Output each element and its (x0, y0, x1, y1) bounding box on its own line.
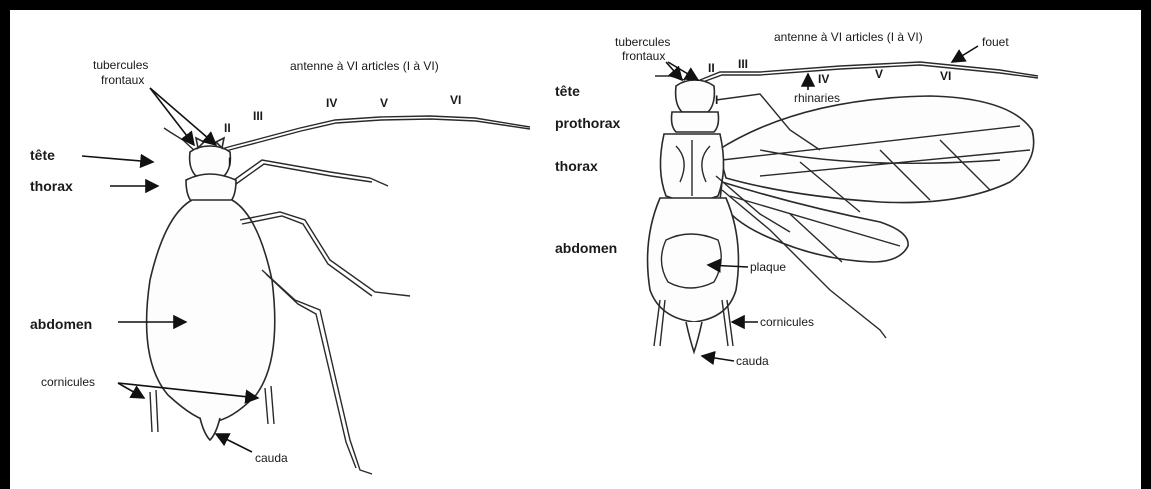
right-label-frontaux: frontaux (622, 49, 665, 63)
right-seg-IV: IV (818, 72, 829, 86)
right-label-rhinaries: rhinaries (794, 91, 840, 105)
left-label-thorax: thorax (30, 178, 73, 194)
left-cornicule-left (150, 390, 158, 432)
right-seg-VI: VI (940, 69, 951, 83)
right-seg-II: II (708, 61, 715, 75)
left-antenna-left (164, 128, 196, 152)
left-label-cauda: cauda (255, 451, 288, 465)
right-seg-I: I (715, 93, 718, 107)
right-label-tete: tête (555, 83, 580, 99)
right-label-cornicules: cornicules (760, 315, 814, 329)
right-seg-III: III (738, 57, 748, 71)
left-seg-II: II (224, 121, 231, 135)
right-label-thorax: thorax (555, 158, 598, 174)
left-label-antenne: antenne à VI articles (I à VI) (290, 59, 439, 73)
left-leg-hind (262, 270, 372, 474)
right-label-tubercules: tubercules (615, 35, 670, 49)
left-seg-III: III (253, 109, 263, 123)
right-seg-V: V (875, 67, 883, 81)
right-label-fouet: fouet (982, 35, 1009, 49)
left-seg-VI: VI (450, 93, 461, 107)
right-antenna-right (700, 62, 1038, 80)
right-head (676, 80, 715, 112)
left-seg-V: V (380, 96, 388, 110)
left-seg-IV: IV (326, 96, 337, 110)
left-label-frontaux: frontaux (101, 73, 144, 87)
right-label-prothorax: prothorax (555, 115, 621, 131)
right-cauda-shape (686, 322, 702, 352)
left-leg-front (234, 160, 388, 186)
right-prothorax (672, 112, 719, 132)
left-cauda-shape (200, 418, 220, 440)
left-thorax (186, 174, 236, 202)
left-cornicule-right (265, 386, 274, 424)
wingless-aphid-drawing (147, 116, 530, 474)
left-label-tubercules: tubercules (93, 58, 148, 72)
left-label-cornicules: cornicules (41, 375, 95, 389)
left-seg-I: I (228, 155, 231, 169)
right-label-cauda: cauda (736, 354, 769, 368)
right-label-antenne: antenne à VI articles (I à VI) (774, 30, 923, 44)
left-label-tete: tête (30, 147, 55, 163)
right-label-plaque: plaque (750, 260, 786, 274)
right-label-abdomen: abdomen (555, 240, 617, 256)
left-label-abdomen: abdomen (30, 316, 92, 332)
winged-aphid-drawing (648, 62, 1038, 352)
